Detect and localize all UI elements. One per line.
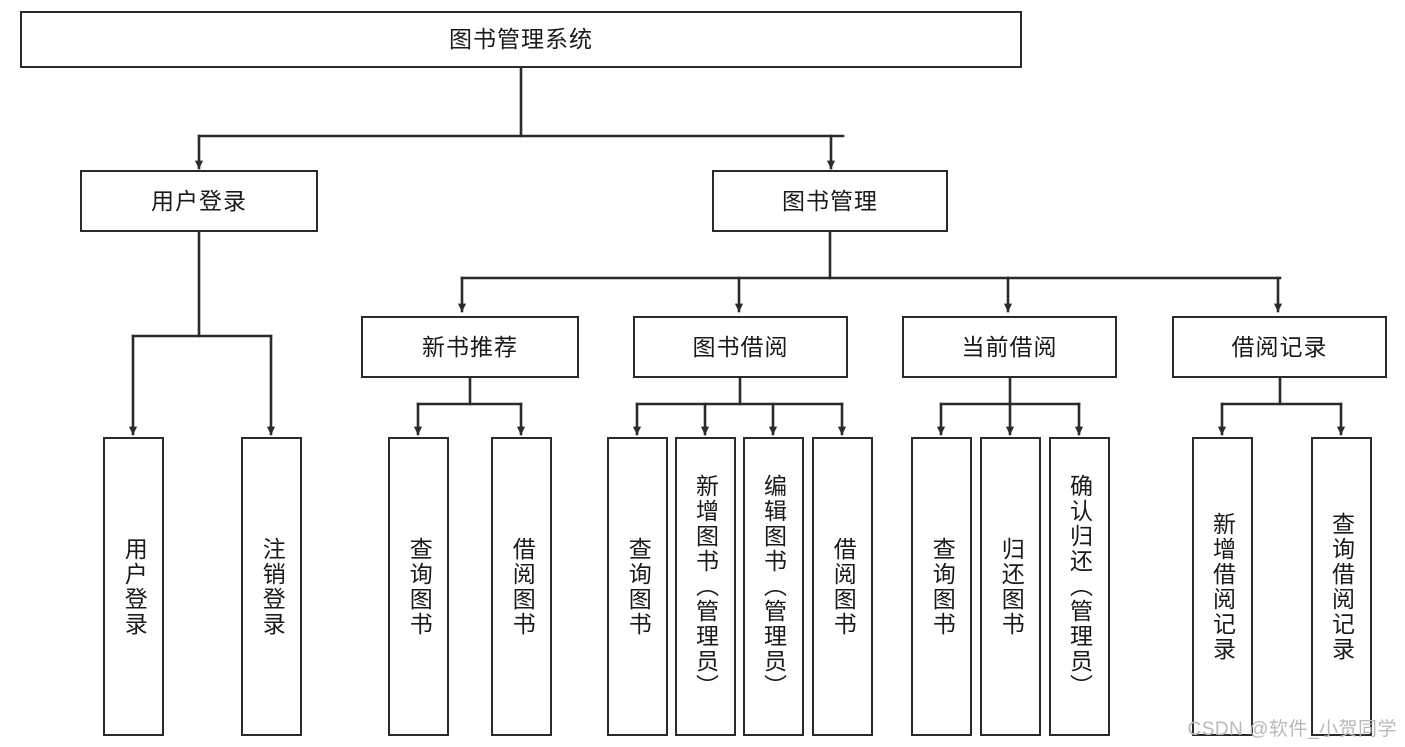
node-leaf-borrow-book-1-label: 借阅图书 xyxy=(509,536,536,637)
node-leaf-logout-label: 注销登录 xyxy=(259,536,286,637)
node-root-label: 图书管理系统 xyxy=(449,26,593,53)
node-leaf-logout[interactable]: 注销登录 xyxy=(241,437,302,736)
node-leaf-confirm-return-label: 确认归还（管理员） xyxy=(1066,474,1093,699)
node-leaf-borrow-book-1[interactable]: 借阅图书 xyxy=(491,437,552,736)
node-leaf-borrow-book-2[interactable]: 借阅图书 xyxy=(812,437,873,736)
node-leaf-add-book[interactable]: 新增图书（管理员） xyxy=(675,437,736,736)
node-user-login[interactable]: 用户登录 xyxy=(80,170,318,232)
node-leaf-borrow-book-2-label: 借阅图书 xyxy=(830,536,857,637)
node-book-borrow-label: 图书借阅 xyxy=(692,333,789,360)
node-root[interactable]: 图书管理系统 xyxy=(20,11,1022,68)
node-leaf-add-record[interactable]: 新增借阅记录 xyxy=(1192,437,1253,736)
node-leaf-add-book-label: 新增图书（管理员） xyxy=(692,474,719,699)
node-leaf-user-login-label: 用户登录 xyxy=(121,536,148,637)
node-leaf-query-book-2-label: 查询图书 xyxy=(625,536,652,637)
node-book-manage[interactable]: 图书管理 xyxy=(712,170,948,232)
node-leaf-query-book-1-label: 查询图书 xyxy=(406,536,433,637)
node-borrow-record[interactable]: 借阅记录 xyxy=(1172,316,1387,378)
node-leaf-edit-book[interactable]: 编辑图书（管理员） xyxy=(743,437,804,736)
node-new-book-rec-label: 新书推荐 xyxy=(422,333,518,360)
node-book-borrow[interactable]: 图书借阅 xyxy=(633,316,848,378)
node-leaf-return-book-label: 归还图书 xyxy=(998,536,1025,637)
node-new-book-rec[interactable]: 新书推荐 xyxy=(361,316,579,378)
node-book-manage-label: 图书管理 xyxy=(782,187,878,214)
node-leaf-query-book-3-label: 查询图书 xyxy=(929,536,956,637)
node-user-login-label: 用户登录 xyxy=(151,187,247,214)
node-borrow-record-label: 借阅记录 xyxy=(1231,333,1328,360)
node-leaf-query-book-3[interactable]: 查询图书 xyxy=(911,437,972,736)
node-leaf-query-record-label: 查询借阅记录 xyxy=(1328,511,1355,662)
node-leaf-query-record[interactable]: 查询借阅记录 xyxy=(1311,437,1372,736)
node-leaf-query-book-2[interactable]: 查询图书 xyxy=(607,437,668,736)
node-leaf-add-record-label: 新增借阅记录 xyxy=(1209,511,1236,662)
csdn-watermark: CSDN @软件_小贺同学 xyxy=(1187,719,1397,740)
node-leaf-user-login[interactable]: 用户登录 xyxy=(103,437,164,736)
node-current-borrow[interactable]: 当前借阅 xyxy=(902,316,1117,378)
node-leaf-return-book[interactable]: 归还图书 xyxy=(980,437,1041,736)
node-current-borrow-label: 当前借阅 xyxy=(961,333,1058,360)
node-leaf-edit-book-label: 编辑图书（管理员） xyxy=(760,474,787,699)
node-leaf-query-book-1[interactable]: 查询图书 xyxy=(388,437,449,736)
node-leaf-confirm-return[interactable]: 确认归还（管理员） xyxy=(1049,437,1110,736)
